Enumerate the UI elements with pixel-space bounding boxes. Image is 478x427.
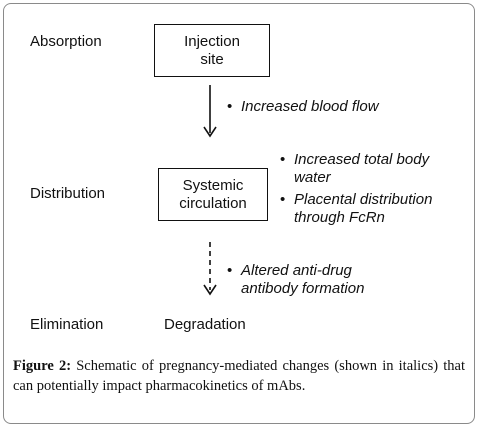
systemic-circulation-line-2: circulation [179, 194, 247, 212]
note-increased-total-body-water: • Increased total body water [280, 151, 429, 187]
injection-site-line-2: site [200, 50, 224, 68]
note-increased-blood-flow: • Increased blood flow [227, 98, 379, 116]
note-line: Increased blood flow [241, 98, 379, 115]
note-line-2: antibody formation [241, 280, 365, 297]
note-line-1: Placental distribution [294, 191, 433, 208]
bullet-icon: • [280, 151, 286, 168]
note-line-2: water [294, 169, 331, 186]
note-line-1: Altered anti-drug [241, 262, 352, 279]
note-altered-anti-drug-antibody: • Altered anti-drug antibody formation [227, 262, 364, 298]
systemic-circulation-box: Systemic circulation [158, 168, 268, 221]
stage-label-distribution: Distribution [30, 185, 106, 202]
figure-label: Figure 2: [13, 358, 72, 374]
note-line-2: through FcRn [294, 209, 385, 226]
note-line-1: Increased total body [294, 151, 430, 168]
arrow-distribution-to-elimination [203, 242, 217, 296]
injection-site-box: Injection site [154, 24, 270, 77]
caption-text: Schematic of pregnancy-mediated changes … [13, 358, 465, 394]
note-placental-distribution: • Placental distribution through FcRn [280, 191, 432, 227]
stage-label-absorption: Absorption [30, 33, 102, 50]
injection-site-line-1: Injection [184, 32, 240, 50]
arrow-absorption-to-distribution [203, 85, 217, 138]
systemic-circulation-line-1: Systemic [182, 176, 244, 194]
bullet-icon: • [280, 191, 286, 208]
degradation-node: Degradation [164, 316, 246, 333]
bullet-icon: • [227, 98, 233, 115]
stage-label-elimination: Elimination [30, 316, 104, 333]
bullet-icon: • [227, 262, 233, 279]
figure-caption: Figure 2: Schematic of pregnancy-mediate… [13, 356, 465, 396]
